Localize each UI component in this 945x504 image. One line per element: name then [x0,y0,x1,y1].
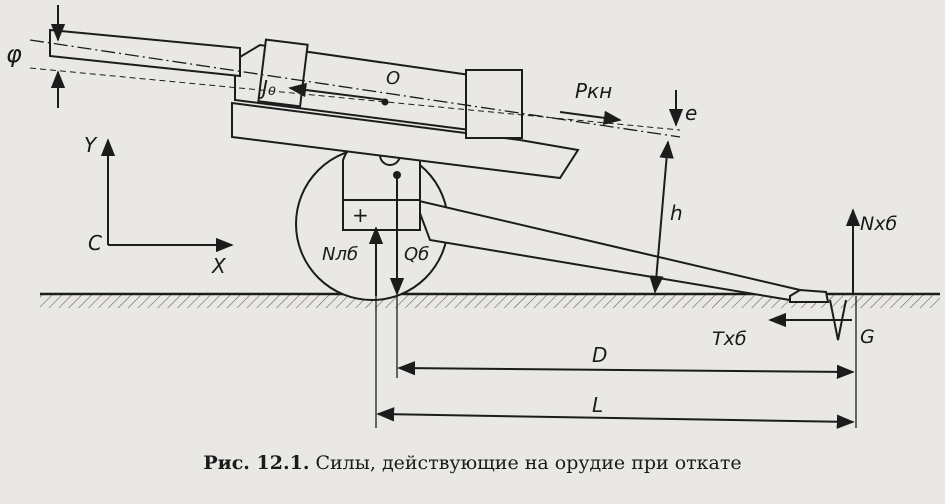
d-dimension [397,360,855,380]
label-h: h [670,201,683,225]
label-L: L [592,393,603,417]
label-txb: Tхб [712,328,747,350]
label-nlb: Nлб [322,244,358,265]
label-X: X [211,254,227,278]
figure-caption: Рис. 12.1. Силы, действующие на орудие п… [0,452,945,474]
label-nxb: Nхб [860,213,897,235]
l-dimension [376,407,855,429]
label-C: C [88,231,102,255]
label-J0: J₀ [258,76,276,100]
bore-axis [29,39,681,138]
axes [100,138,234,253]
label-O: O [386,68,400,89]
label-G: G [860,326,875,348]
caption-number: Рис. 12.1. [203,452,310,474]
trail [413,198,847,341]
label-e: e [685,101,697,125]
label-phi: φ [6,40,22,68]
label-plus: + [352,203,369,227]
label-D: D [592,343,607,367]
caption-text: Силы, действующие на орудие при откате [309,452,742,474]
inertia-arrow [288,82,386,101]
recoil-axis [29,67,681,131]
label-Y: Y [84,133,98,157]
pkn-arrow [559,110,622,125]
h-dimension [649,140,674,294]
label-qb: Qб [404,244,429,265]
label-pkn: Pкн [575,79,612,103]
